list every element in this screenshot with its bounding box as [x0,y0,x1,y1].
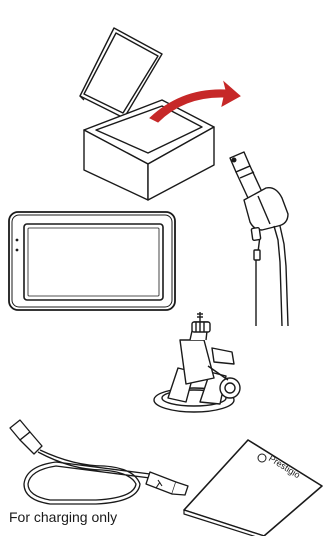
dashcam-device-icon [9,212,175,310]
usb-cable-icon [10,420,188,504]
suction-mount-icon [154,312,240,412]
open-box-icon [80,28,214,200]
car-charger-icon [230,152,288,326]
charging-only-caption: For charging only [9,509,117,525]
user-manual-icon: Prestigio [184,440,322,536]
